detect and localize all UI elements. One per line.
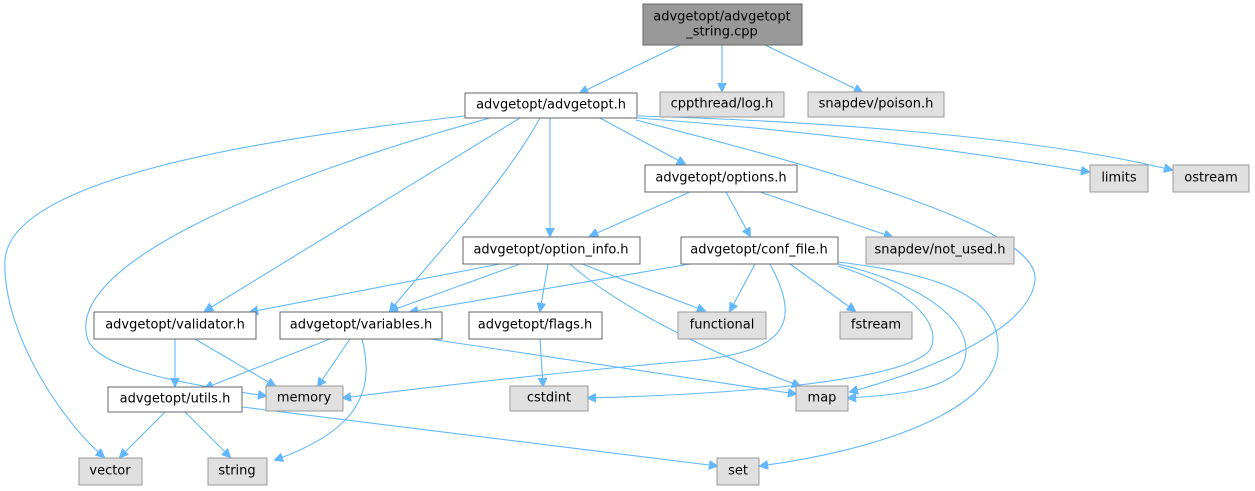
edge-root-to-snapdev-poison <box>764 44 862 92</box>
node-cppthread-log[interactable]: cppthread/log.h <box>659 91 785 118</box>
node-set[interactable]: set <box>716 457 760 486</box>
node-set-label: set <box>728 464 748 479</box>
node-snapdev-poison[interactable]: snapdev/poison.h <box>807 91 945 118</box>
edge-variables-h-to-utils-h <box>205 338 331 388</box>
node-option-info-h-label: advgetopt/option_info.h <box>473 243 628 258</box>
node-validator-h-label: advgetopt/validator.h <box>105 318 245 333</box>
node-flags-h-label: advgetopt/flags.h <box>478 318 593 333</box>
node-string-label: string <box>218 464 255 479</box>
node-variables-h[interactable]: advgetopt/variables.h <box>279 311 443 340</box>
node-functional-label: functional <box>690 318 755 333</box>
node-ostream[interactable]: ostream <box>1172 164 1250 193</box>
node-vector[interactable]: vector <box>78 457 143 486</box>
edge-advgetopt-h-to-memory <box>85 117 491 396</box>
node-limits[interactable]: limits <box>1089 164 1149 193</box>
edge-options-h-to-conf-file-h <box>725 191 750 236</box>
edge-advgetopt-h-to-ostream <box>637 115 1172 170</box>
edge-conf-file-h-to-variables-h <box>410 263 691 312</box>
edge-conf-file-h-to-functional <box>730 263 756 311</box>
node-limits-label: limits <box>1101 171 1137 186</box>
node-advgetopt-h[interactable]: advgetopt/advgetopt.h <box>464 92 638 119</box>
node-root-file[interactable]: advgetopt/advgetopt _string.cpp <box>642 3 803 46</box>
node-root-line-2: _string.cpp <box>685 25 758 40</box>
edge-advgetopt-h-to-options-h <box>599 117 685 164</box>
edge-conf-file-h-to-set <box>760 261 999 466</box>
edge-utils-h-to-string <box>184 411 230 457</box>
edge-variables-h-to-map <box>429 338 796 394</box>
node-options-h-label: advgetopt/options.h <box>655 171 786 186</box>
node-conf-file-h[interactable]: advgetopt/conf_file.h <box>680 236 839 265</box>
node-map-label: map <box>808 391 837 406</box>
edge-option-info-h-to-validator-h <box>250 263 501 312</box>
edge-options-h-to-snapdev-not-used <box>759 191 892 237</box>
edge-options-h-to-option-info-h <box>590 191 691 236</box>
node-variables-h-label: advgetopt/variables.h <box>290 318 433 333</box>
edge-utils-h-to-set <box>241 406 717 466</box>
node-vector-label: vector <box>89 464 131 479</box>
edge-utils-h-to-vector <box>120 411 166 457</box>
edge-advgetopt-h-to-validator-h <box>205 117 521 311</box>
node-utils-h[interactable]: advgetopt/utils.h <box>107 386 243 413</box>
edge-conf-file-h-to-memory <box>343 263 786 398</box>
dependency-edges <box>4 44 1172 466</box>
node-conf-file-h-label: advgetopt/conf_file.h <box>690 243 828 258</box>
edge-option-info-h-to-variables-h <box>390 263 521 311</box>
node-advgetopt-h-label: advgetopt/advgetopt.h <box>476 98 626 113</box>
edge-variables-h-to-string <box>275 338 367 460</box>
edge-advgetopt-h-to-limits <box>637 117 1089 172</box>
node-flags-h[interactable]: advgetopt/flags.h <box>468 311 603 340</box>
node-root-line-1: advgetopt/advgetopt <box>653 10 791 25</box>
node-validator-h[interactable]: advgetopt/validator.h <box>93 311 257 340</box>
node-option-info-h[interactable]: advgetopt/option_info.h <box>462 236 641 265</box>
node-cstdint-label: cstdint <box>527 391 571 406</box>
edge-root-to-advgetopt-h <box>580 44 681 93</box>
node-snapdev-poison-label: snapdev/poison.h <box>819 97 934 112</box>
node-fstream-label: fstream <box>851 318 901 333</box>
edge-advgetopt-h-to-map <box>635 119 1036 392</box>
edge-advgetopt-h-to-variables-h <box>390 117 541 311</box>
edge-option-info-h-to-functional <box>581 263 705 311</box>
node-options-h[interactable]: advgetopt/options.h <box>644 164 798 193</box>
node-map[interactable]: map <box>795 385 849 412</box>
node-cppthread-log-label: cppthread/log.h <box>671 97 774 112</box>
node-string[interactable]: string <box>207 457 268 486</box>
dependency-nodes: advgetopt/advgetopt _string.cpp advgetop… <box>78 3 1250 486</box>
edge-validator-h-to-memory <box>194 338 275 386</box>
edge-conf-file-h-to-cstdint <box>588 265 934 398</box>
node-memory-label: memory <box>277 391 332 406</box>
node-functional[interactable]: functional <box>677 311 767 340</box>
node-snapdev-not-used-label: snapdev/not_used.h <box>875 243 1006 258</box>
node-fstream[interactable]: fstream <box>839 311 913 340</box>
node-cstdint[interactable]: cstdint <box>509 385 589 412</box>
edge-variables-h-to-memory <box>318 338 351 386</box>
edge-conf-file-h-to-fstream <box>789 263 855 311</box>
edge-conf-file-h-to-map <box>837 263 967 398</box>
edge-option-info-h-to-flags-h <box>540 263 549 311</box>
node-memory[interactable]: memory <box>265 385 344 412</box>
edge-advgetopt-h-to-vector <box>4 115 466 457</box>
node-ostream-label: ostream <box>1184 171 1238 186</box>
node-utils-h-label: advgetopt/utils.h <box>120 392 231 407</box>
edge-option-info-h-to-map <box>569 263 800 386</box>
node-snapdev-not-used[interactable]: snapdev/not_used.h <box>865 236 1015 265</box>
edge-flags-h-to-cstdint <box>540 338 543 386</box>
